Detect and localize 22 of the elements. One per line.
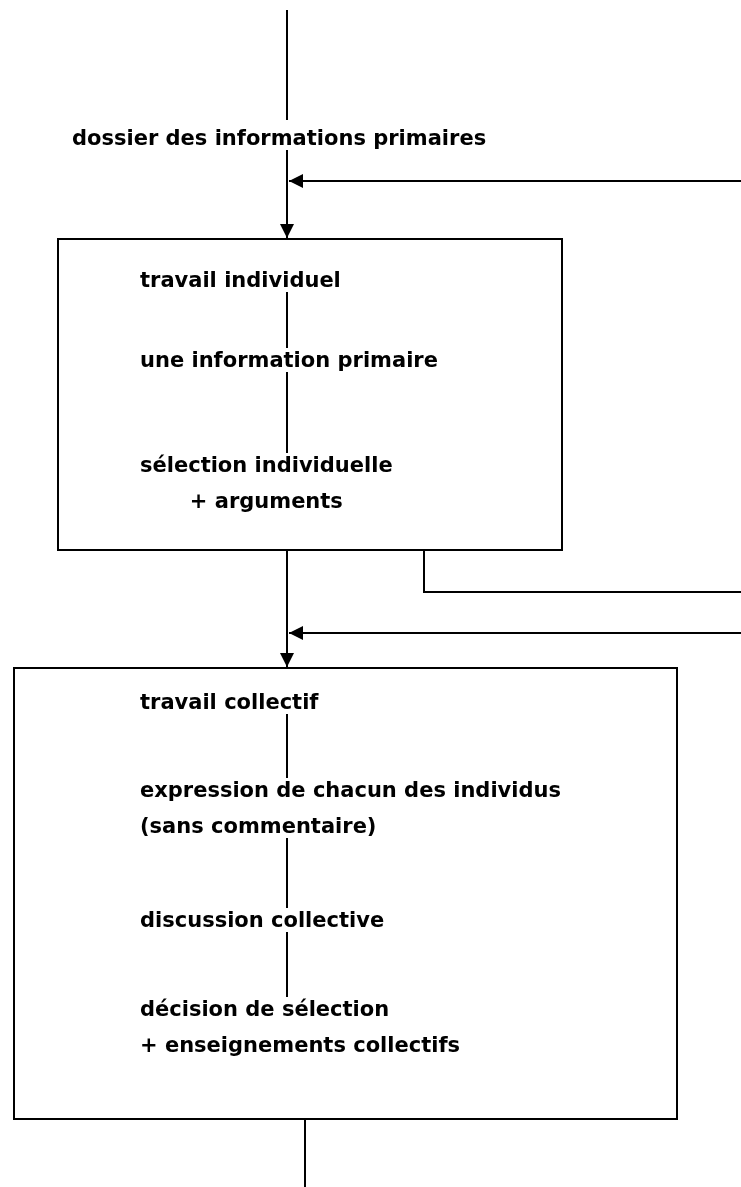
- arrow: [288, 626, 741, 640]
- step-text: travail collectif: [140, 684, 319, 720]
- step-text: dossier des informations primaires: [72, 120, 487, 156]
- step-text: discussion collective: [140, 902, 385, 938]
- connector-line: [286, 9, 288, 121]
- connector-line: [286, 837, 288, 909]
- step-text: une information primaire: [140, 342, 438, 378]
- arrow: [280, 550, 294, 668]
- process-box: [13, 667, 678, 1120]
- arrow: [288, 174, 741, 188]
- step-text: travail individuel: [140, 262, 341, 298]
- connector-line: [286, 291, 288, 349]
- arrow: [280, 149, 294, 239]
- connector-line: [304, 1119, 306, 1187]
- step-text: décision de sélection + enseignements collectifs: [140, 991, 461, 1063]
- step-text: sélection individuelle + arguments: [140, 447, 393, 519]
- connector-line: [286, 371, 288, 454]
- process-box: [57, 238, 563, 551]
- step-text: expression de chacun des individus (sans commentaire): [140, 772, 561, 844]
- connector-line: [423, 550, 741, 593]
- connector-line: [286, 713, 288, 779]
- connector-line: [286, 931, 288, 998]
